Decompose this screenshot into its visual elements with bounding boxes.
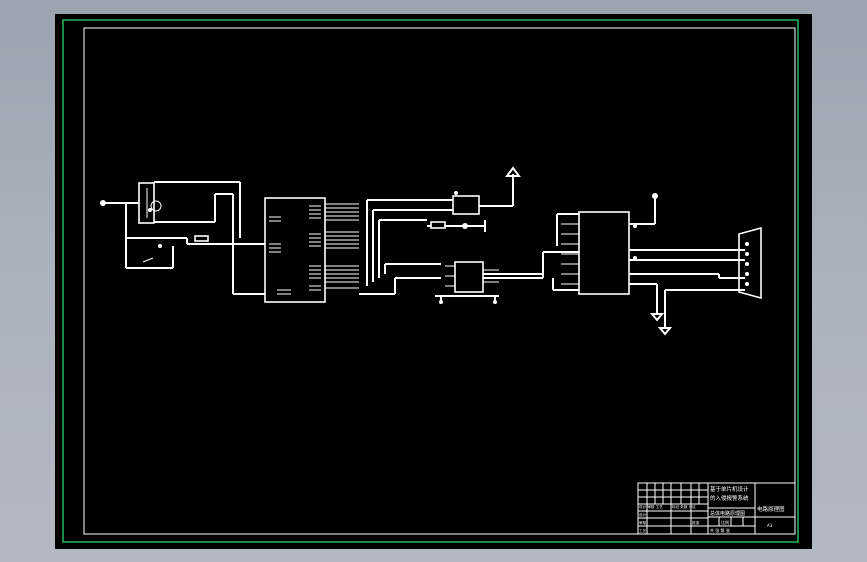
cad-drawing-viewport[interactable]: 基于单片机设计 的入侵报警系统 总体电路原理图 电路原理图 比例 共 张 第 张… [55,14,812,549]
outer-frame [62,19,799,543]
serial-transceiver-ic [552,193,745,336]
signal-wires [359,199,453,295]
row-label-review: 审核 [639,520,647,525]
title-block: 基于单片机设计 的入侵报警系统 总体电路原理图 电路原理图 比例 共 张 第 张… [637,482,796,535]
row-label-process: 工艺 [639,528,647,533]
driver-ic-middle [435,251,579,304]
sheet-name: 总体电路原理图 [710,510,745,517]
db9-connector [719,226,762,300]
schematic-diagram: 基于单片机设计 的入侵报警系统 总体电路原理图 电路原理图 比例 共 张 第 张… [62,19,799,543]
revision-label: 标记 处数 分区 [672,504,696,509]
inner-frame [83,27,796,535]
title-line-2: 的入侵报警系统 [710,494,749,502]
table-label: 设计 审核 工艺 [639,504,663,509]
drawing-number: 电路原理图 [757,505,785,513]
row-label-approve: 批准 [692,520,700,525]
row-label-design: 设计 [639,512,647,517]
title-line-1: 基于单片机设计 [710,485,749,493]
sheet-label: 共 张 第 张 [710,527,730,533]
microcontroller-ic [264,197,359,303]
reset-circuit [100,181,265,295]
scale-label: 比例 [721,519,729,525]
sensor-ic-upper [427,166,521,232]
page-number: A3 [767,523,773,528]
